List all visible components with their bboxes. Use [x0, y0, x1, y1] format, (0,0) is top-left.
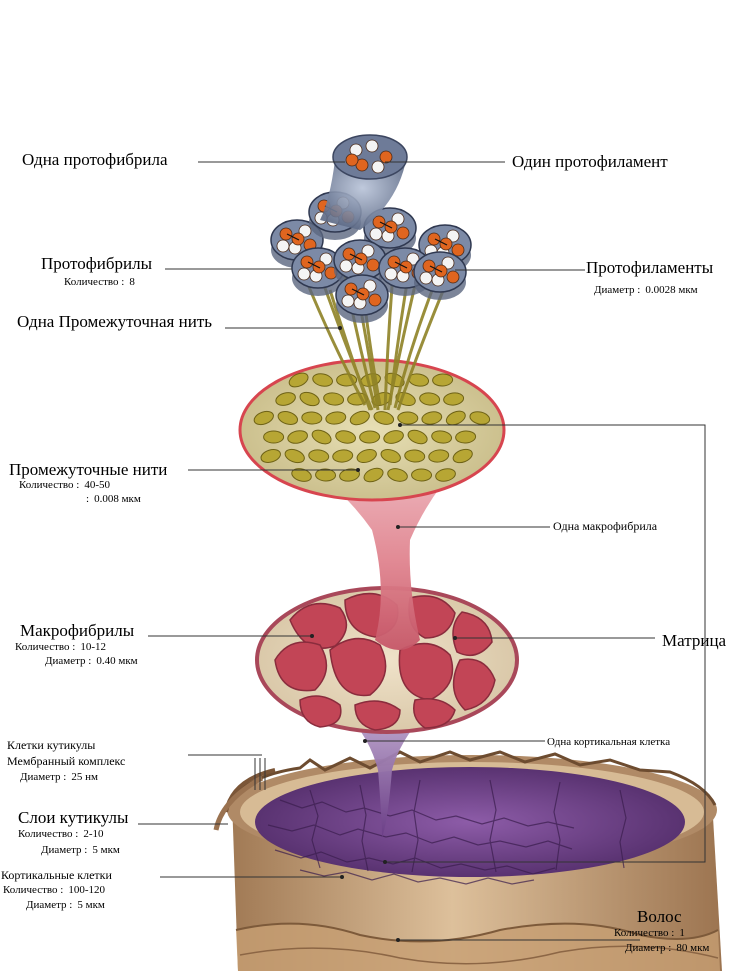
intermediate-filament-section — [312, 373, 333, 387]
label-cuticle-layers: Слои кутикулы — [18, 808, 129, 827]
cuticle-count: Количество :2-10 — [18, 828, 104, 840]
intermediate-filament-section — [301, 411, 323, 425]
intermediate-filament-section — [397, 411, 419, 425]
intermediate-filament-section — [311, 429, 332, 445]
intermediate-filament-section — [263, 430, 285, 444]
protofibrils-count: Количество :8 — [64, 276, 135, 288]
cuticle-diameter: Диаметр :5 мкм — [41, 844, 120, 856]
single-protofibril — [320, 134, 408, 230]
intermediate-filament-section — [469, 411, 491, 425]
label-membrane-complex: Мембранный комплекс — [7, 754, 126, 768]
label-macrofibrils: Макрофибрилы — [20, 621, 135, 640]
intermediate-filament-section — [253, 410, 274, 426]
protofibril-cross-section — [291, 247, 345, 296]
intermediate-filament-section — [428, 449, 450, 463]
cortical-count: Количество :100-120 — [3, 884, 105, 896]
intermediate-filament-section — [411, 468, 433, 482]
intermediate-filament-section — [308, 449, 330, 463]
intermediate-filament-disk — [238, 358, 506, 502]
protofibril-cross-section — [413, 251, 467, 300]
intermediate-filament-section — [323, 392, 345, 406]
label-hair: Волос — [637, 907, 682, 926]
label-cuticle-cells: Клетки кутикулы — [7, 738, 96, 752]
cortical-cell-funnel — [268, 665, 500, 838]
ifs-count: Количество :40-50 — [19, 479, 110, 491]
intermediate-filament-section — [284, 448, 305, 464]
intermediate-filament-section — [325, 411, 347, 425]
label-one-macrofibril: Одна макрофибрила — [553, 519, 658, 533]
hair-shaft — [213, 750, 722, 971]
intermediate-filament-section — [288, 372, 309, 388]
leader-lines — [138, 161, 706, 941]
protofilament-section — [365, 139, 379, 153]
intermediate-filament-section — [404, 449, 426, 463]
intermediate-filament-section — [452, 448, 473, 464]
macrofibrils-count: Количество :10-12 — [15, 641, 106, 653]
intermediate-filament-section — [349, 410, 370, 426]
protofilament-section — [355, 158, 369, 172]
protofilament-section — [371, 160, 385, 174]
intermediate-filament-section — [339, 468, 360, 482]
intermediate-filament-section — [407, 429, 428, 445]
macrofibril-disk — [255, 586, 519, 734]
intermediate-filament-section — [287, 430, 308, 444]
intermediate-filament-section — [455, 430, 477, 444]
intermediate-filament-section — [380, 449, 401, 463]
hair-count: Количество :1 — [614, 927, 685, 939]
hair-diameter: Диаметр :80 мкм — [625, 942, 710, 954]
intermediate-filament-section — [291, 468, 312, 482]
intermediate-filament-section — [260, 449, 281, 463]
label-intermediate-filaments: Промежуточные нити — [9, 460, 168, 479]
label-cortical-cells: Кортикальные клетки — [1, 868, 112, 882]
intermediate-filament-section — [373, 411, 395, 425]
label-protofilaments: Протофиламенты — [586, 258, 714, 277]
protofilament-section — [379, 150, 393, 164]
label-one-protofibril: Одна протофибрила — [22, 150, 168, 169]
intermediate-filament-section — [443, 392, 465, 406]
intermediate-filament-section — [363, 467, 384, 483]
intermediate-filament-section — [445, 410, 466, 426]
label-one-protofilament: Один протофиламент — [512, 152, 668, 171]
ifs-diameter: :0.008 мкм — [86, 493, 141, 505]
intermediate-filament-section — [432, 373, 454, 387]
protofilaments-diameter: Диаметр :0.0028 мкм — [594, 284, 698, 296]
intermediate-filament-section — [335, 430, 356, 444]
label-one-cortical-cell: Одна кортикальная клетка — [547, 736, 671, 748]
membrane-diameter: Диаметр :25 нм — [20, 771, 98, 783]
intermediate-filament-section — [359, 430, 381, 444]
intermediate-filament-section — [421, 411, 443, 425]
intermediate-filament-section — [419, 392, 441, 406]
cortical-diameter: Диаметр :5 мкм — [26, 899, 105, 911]
intermediate-filament-section — [315, 468, 337, 482]
protofilament-section — [345, 153, 359, 167]
intermediate-filament-section — [387, 468, 408, 482]
intermediate-filament-section — [383, 430, 404, 444]
intermediate-filament-section — [277, 411, 299, 425]
intermediate-filament-section — [332, 449, 354, 463]
intermediate-filament-section — [435, 468, 456, 482]
intermediate-filament-section — [275, 392, 296, 406]
intermediate-filament-section — [299, 391, 320, 407]
protofibril-cross-section — [335, 274, 389, 323]
intermediate-filament-section — [431, 430, 453, 444]
label-one-intermediate-filament: Одна Промежуточная нить — [17, 312, 213, 331]
label-protofibrils: Протофибрилы — [41, 254, 153, 273]
macrofibrils-diameter: Диаметр :0.40 мкм — [45, 655, 138, 667]
label-matrix: Матрица — [662, 631, 727, 650]
intermediate-filament-section — [356, 448, 377, 464]
